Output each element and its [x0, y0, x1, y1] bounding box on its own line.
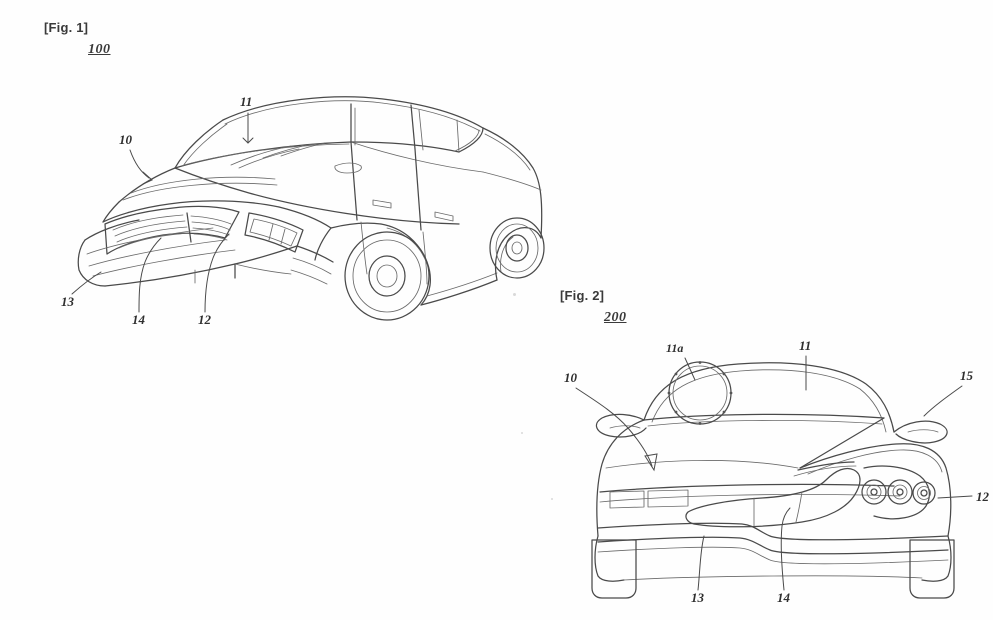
callout-11a-text: 11a — [666, 341, 683, 355]
callout-12: 12 — [937, 489, 990, 504]
callout-15: 15 — [923, 368, 974, 417]
callout-13: 13 — [61, 271, 102, 309]
car-body-outline — [102, 96, 543, 306]
wheels-group — [344, 217, 545, 321]
callout-11: 11 — [240, 94, 254, 144]
side-mirrors-group — [595, 413, 948, 444]
callout-11a: 11a — [666, 341, 696, 381]
figure-2-callouts: 11a 11 15 10 — [564, 338, 990, 605]
callout-13-text: 13 — [61, 294, 75, 309]
callout-10: 10 — [119, 132, 153, 185]
figure-2-label: [Fig. 2] — [560, 288, 605, 303]
hood-and-fenders-group — [596, 417, 952, 537]
wheels-group — [591, 539, 955, 599]
figure-1-number: 100 — [88, 42, 111, 57]
camera-aperture-11a — [667, 361, 733, 425]
radiator-grille-14 — [685, 461, 861, 528]
callout-15-text: 15 — [960, 368, 974, 383]
callout-12-text: 12 — [198, 312, 212, 327]
callout-11-text: 11 — [240, 94, 252, 109]
callout-10-text: 10 — [119, 132, 133, 147]
figure-1-callouts: 11 10 13 14 — [61, 94, 254, 327]
callout-12-text: 12 — [976, 489, 990, 504]
figure-1-header: [Fig. 1] 100 — [44, 20, 111, 58]
figure-2-number: 200 — [604, 310, 627, 325]
callout-14-text: 14 — [132, 312, 146, 327]
figure-1-drawing: 11 10 13 14 — [35, 72, 555, 327]
scan-speckle — [521, 432, 523, 434]
scan-speckle — [513, 293, 516, 296]
callout-11-text: 11 — [799, 338, 811, 353]
front-bumper-13 — [594, 522, 952, 582]
callout-12: 12 — [198, 233, 230, 327]
callout-14: 14 — [132, 237, 162, 327]
figure-1-label: [Fig. 1] — [44, 20, 89, 35]
callout-10: 10 — [564, 370, 658, 472]
callout-10-text: 10 — [564, 370, 578, 385]
callout-11: 11 — [799, 338, 811, 391]
figure-2-header: [Fig. 2] 200 — [560, 288, 627, 326]
front-fascia-group — [77, 205, 334, 287]
callout-14-text: 14 — [777, 590, 791, 605]
callout-13-text: 13 — [691, 590, 705, 605]
callout-14: 14 — [777, 507, 791, 605]
callout-13: 13 — [691, 535, 705, 605]
upper-fascia-band — [599, 483, 901, 509]
scan-speckle — [551, 498, 553, 500]
figure-2-drawing: 11a 11 15 10 — [548, 338, 993, 605]
headlamp-cluster-12 — [861, 465, 936, 520]
